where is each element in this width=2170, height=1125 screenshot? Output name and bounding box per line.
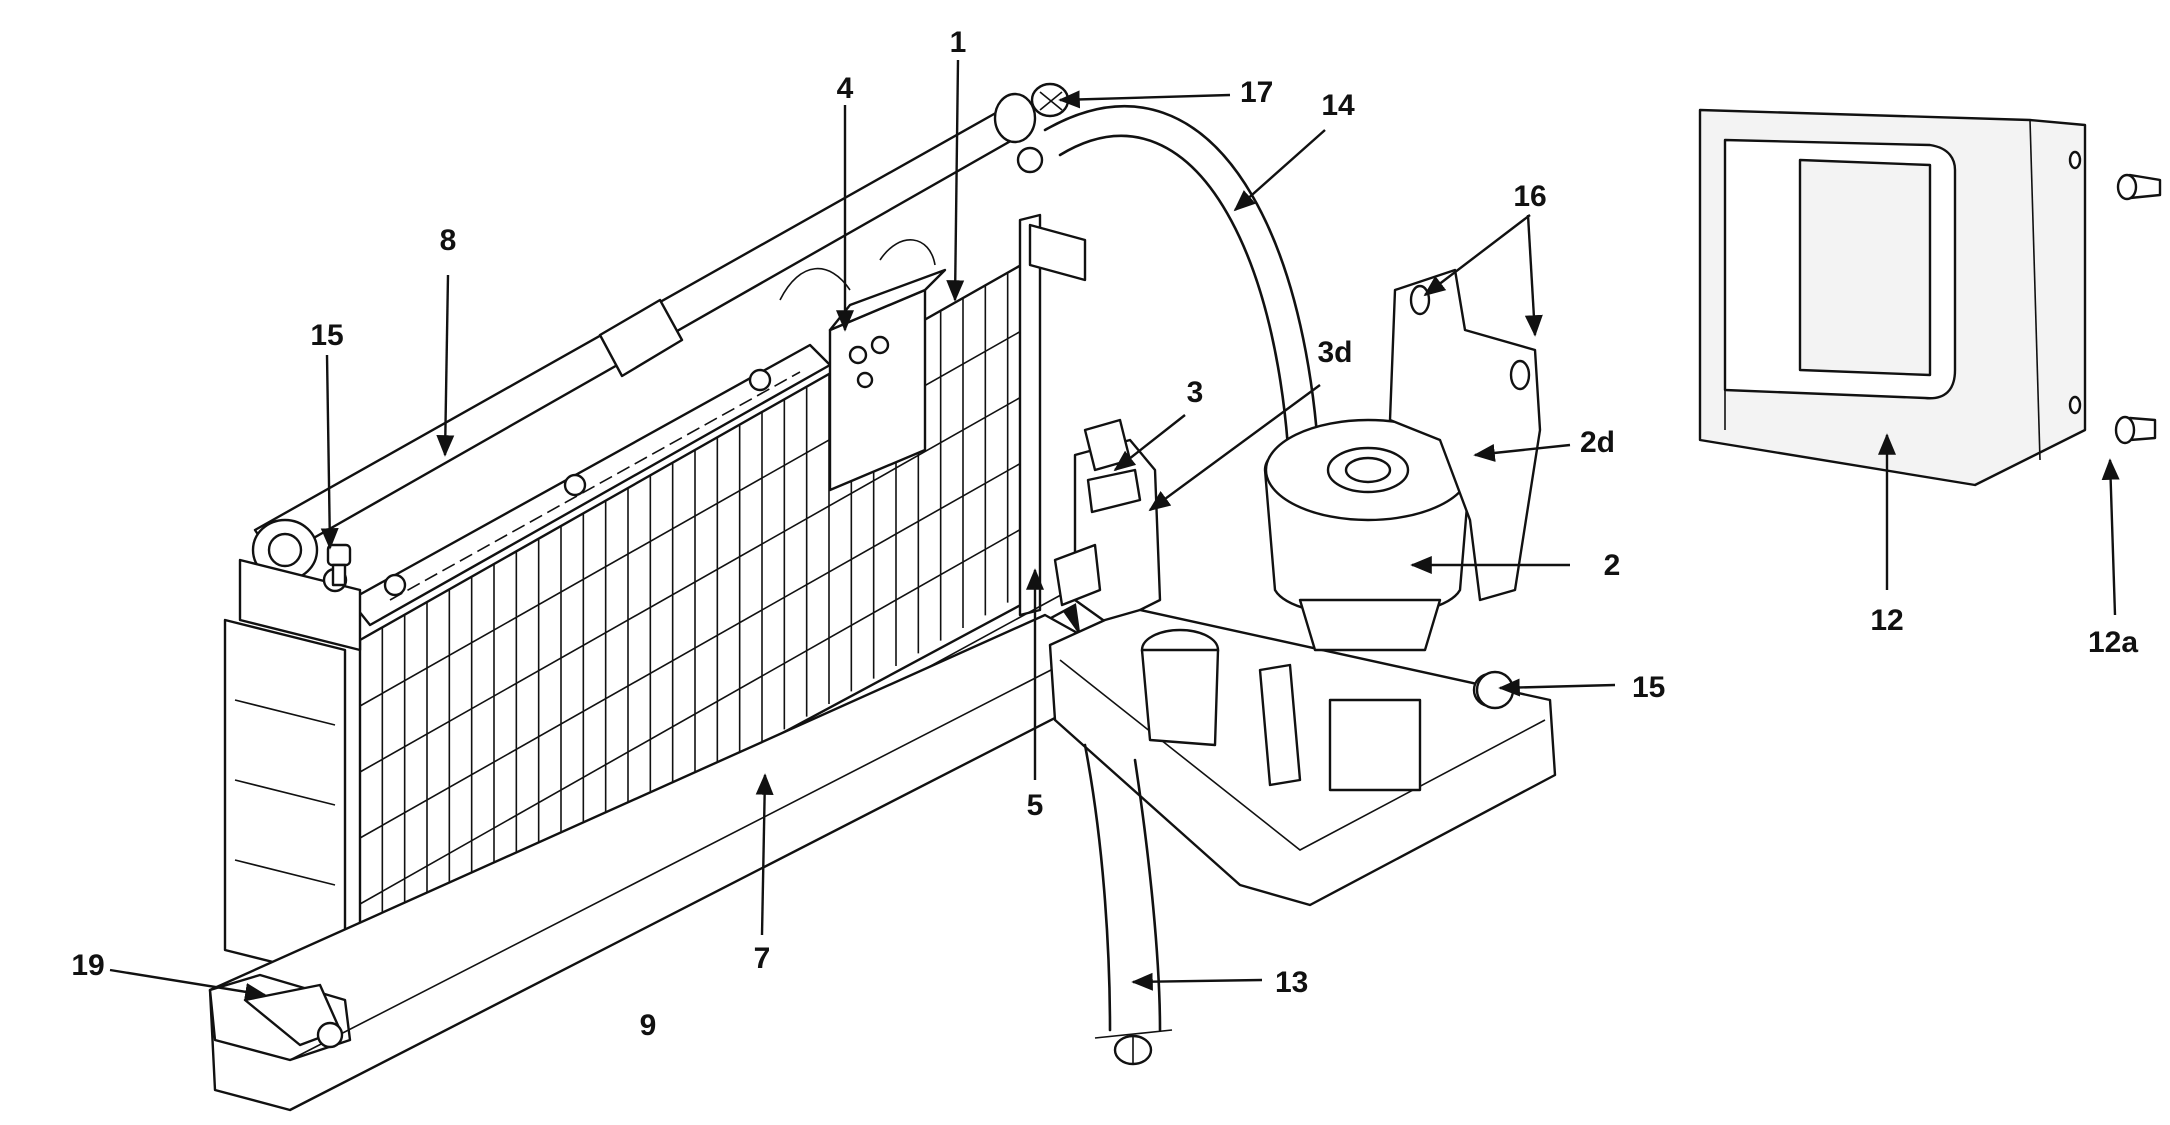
callout-2d: 2d bbox=[1580, 426, 1615, 459]
mold-assembly bbox=[208, 92, 1092, 1112]
motor-mount-bracket bbox=[1388, 268, 1542, 602]
callout-7: 7 bbox=[754, 942, 771, 975]
callout-16: 16 bbox=[1513, 180, 1546, 213]
callout-1: 1 bbox=[950, 26, 967, 59]
right-end-bracket bbox=[1016, 146, 1087, 617]
mount-screw-right bbox=[1475, 670, 1515, 710]
callout-3d: 3d bbox=[1317, 336, 1352, 369]
callout-9: 9 bbox=[640, 1009, 657, 1042]
callout-12a: 12a bbox=[2088, 626, 2138, 659]
callout-19: 19 bbox=[71, 949, 104, 982]
leader-lines bbox=[109, 59, 2120, 1001]
callout-13: 13 bbox=[1275, 966, 1308, 999]
callout-3: 3 bbox=[1187, 376, 1204, 409]
control-module bbox=[779, 239, 947, 492]
callout-4: 4 bbox=[837, 72, 854, 105]
callout-12: 12 bbox=[1870, 604, 1903, 637]
grid-row-line bbox=[359, 391, 1031, 773]
mount-screw-left bbox=[326, 543, 352, 587]
callout-15-left: 15 bbox=[310, 319, 343, 352]
callout-5: 5 bbox=[1027, 789, 1044, 822]
callout-2: 2 bbox=[1604, 549, 1621, 582]
shutoff-arm bbox=[243, 983, 344, 1049]
grid-row-line bbox=[359, 523, 1031, 905]
motor-housing bbox=[1048, 608, 1557, 907]
callout-17: 17 bbox=[1240, 76, 1273, 109]
cover-mount-pins bbox=[2114, 173, 2162, 445]
water-valve-assembly bbox=[1053, 418, 1162, 627]
callout-8: 8 bbox=[440, 224, 457, 257]
drive-motor bbox=[1263, 418, 1472, 652]
callout-14: 14 bbox=[1321, 89, 1355, 122]
grid-row-line bbox=[359, 457, 1031, 839]
front-cover bbox=[1698, 108, 2087, 487]
left-end-bracket bbox=[223, 558, 362, 982]
callout-labels: 1 4 17 14 16 8 15 3d 3 2d 2 15 5 7 9 19 … bbox=[71, 26, 2138, 1042]
callout-15-right: 15 bbox=[1632, 671, 1665, 704]
drain-hose bbox=[1083, 743, 1173, 1066]
